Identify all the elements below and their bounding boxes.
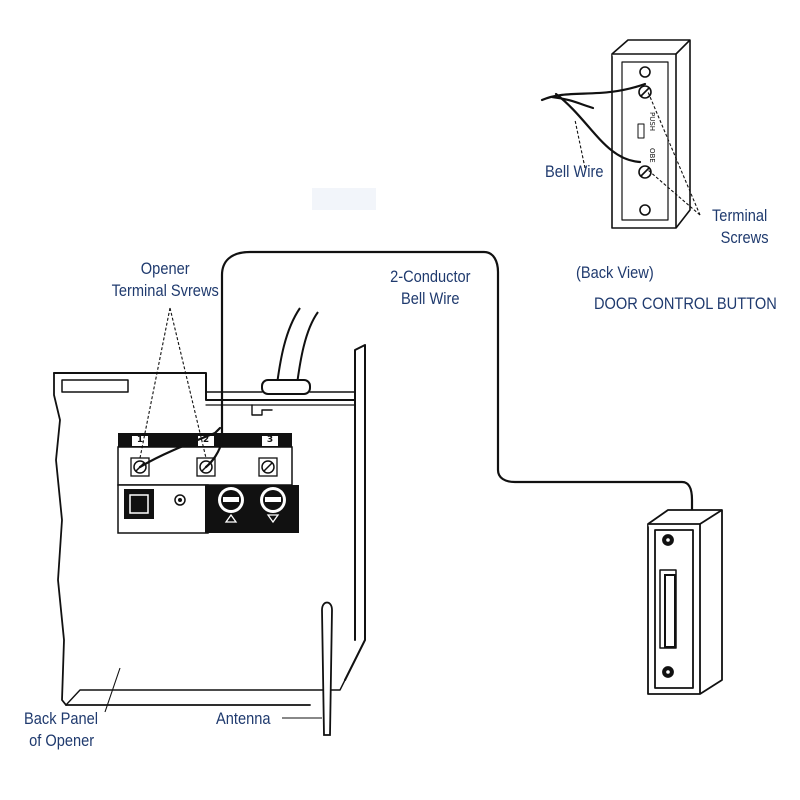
smudge (312, 188, 376, 210)
bell-wire-label: Bell Wire (545, 161, 603, 183)
two-conductor-line1: 2-Conductor (390, 267, 471, 286)
back-panel-line1: Back Panel (24, 709, 98, 728)
leader-lines (139, 91, 701, 459)
two-conductor-bell-wire (138, 250, 694, 514)
door-control-button-back-view: PUSH OBE (611, 39, 691, 229)
opener-terminal-screws-label: Opener Terminal Svrews (105, 258, 225, 302)
svg-text:PUSH: PUSH (648, 112, 656, 131)
terminal-screws-line2: Screws (720, 228, 769, 247)
back-panel-label: Back Panel of Opener (24, 708, 98, 752)
opener-back-panel (53, 344, 366, 706)
back-view-text: (Back View) (576, 263, 654, 282)
terminal-screws-label: Terminal Screws (712, 205, 769, 249)
back-panel-line2: of Opener (29, 731, 95, 750)
back-view-label: (Back View) (576, 262, 654, 284)
terminal-number-1: 1 (136, 435, 144, 445)
leader-lines-solid (104, 667, 322, 719)
terminal-number-3: 3 (266, 435, 274, 445)
bell-wire-back-view (540, 82, 647, 164)
svg-text:OBE: OBE (648, 148, 656, 163)
door-control-button-front (647, 509, 723, 695)
terminal-screws-line1: Terminal (712, 206, 768, 225)
terminal-screw-3 (258, 457, 278, 477)
opener-terminal-screws-line1: Opener (140, 259, 190, 278)
antenna (321, 601, 333, 736)
opener-terminal-screws-line2: Terminal Svrews (111, 281, 219, 300)
antenna-label: Antenna (216, 708, 270, 730)
door-control-button-text: DOOR CONTROL BUTTON (594, 294, 777, 313)
antenna-text: Antenna (216, 709, 271, 728)
power-cord (261, 307, 319, 395)
bell-wire-text: Bell Wire (545, 162, 604, 181)
two-conductor-label: 2-Conductor Bell Wire (383, 266, 478, 310)
two-conductor-line2: Bell Wire (401, 289, 460, 308)
control-module (117, 484, 299, 534)
door-control-button-label: DOOR CONTROL BUTTON (594, 293, 777, 315)
terminal-number-2: 2 (202, 435, 210, 445)
